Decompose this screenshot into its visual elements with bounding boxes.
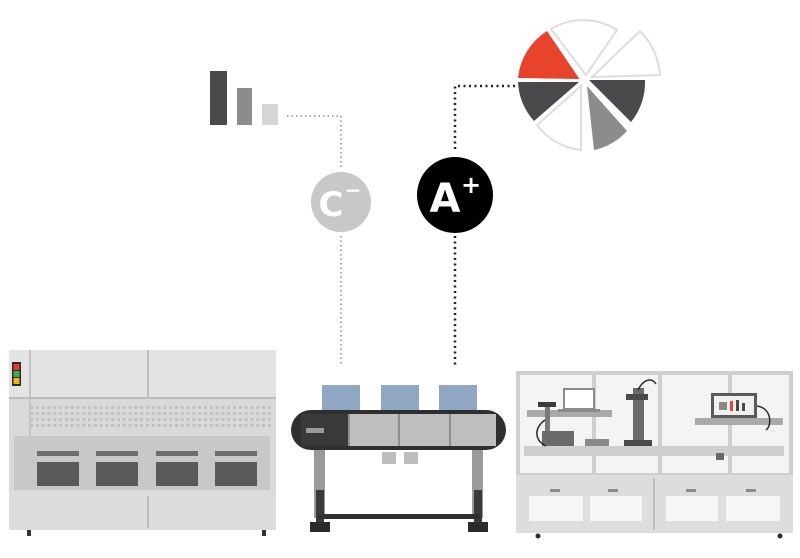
pie-chart-icon <box>518 19 662 152</box>
cabinet-drawer <box>529 489 583 521</box>
inspection-workstation <box>516 371 793 539</box>
oven-window <box>37 451 79 486</box>
pie-slice-white-bottom <box>535 83 582 152</box>
oven-window <box>96 451 138 486</box>
oven-window <box>156 451 198 486</box>
conveyor-box <box>439 385 477 410</box>
conveyor-machine <box>291 385 506 532</box>
pie-slice-dark-left <box>518 82 579 121</box>
cabinet-drawer <box>590 489 642 521</box>
pie-slice-exploded <box>589 29 662 79</box>
oven-window <box>215 451 257 486</box>
grade-sign-low: − <box>345 178 362 202</box>
grade-letter-low: C <box>319 185 344 225</box>
inspection-arm <box>624 379 657 448</box>
grade-letter-high: A <box>430 176 461 222</box>
pie-slice-dark-right <box>589 80 646 122</box>
cabinet-drawer <box>666 489 718 521</box>
pie-slice-red <box>518 31 580 79</box>
grade-sign-high: + <box>461 171 481 199</box>
bar-chart-icon <box>210 71 278 125</box>
vent-grille <box>30 406 271 427</box>
laptop-icon <box>558 388 600 412</box>
grade-badge-low: C − <box>311 172 371 232</box>
pie-slice-white-top <box>549 19 619 77</box>
bar-short <box>262 104 278 125</box>
connector-bar-to-c <box>287 115 342 365</box>
pie-slice-gray <box>587 86 627 150</box>
grade-badge-high: A + <box>417 157 493 233</box>
conveyor-box <box>381 385 419 410</box>
monitor-icon <box>711 393 757 418</box>
bar-tall <box>210 71 227 125</box>
conveyor-box <box>322 385 360 410</box>
cabinet-drawer <box>726 489 780 521</box>
bar-medium <box>237 88 252 125</box>
camera-icon <box>538 402 556 431</box>
reflow-oven-machine <box>9 350 276 536</box>
